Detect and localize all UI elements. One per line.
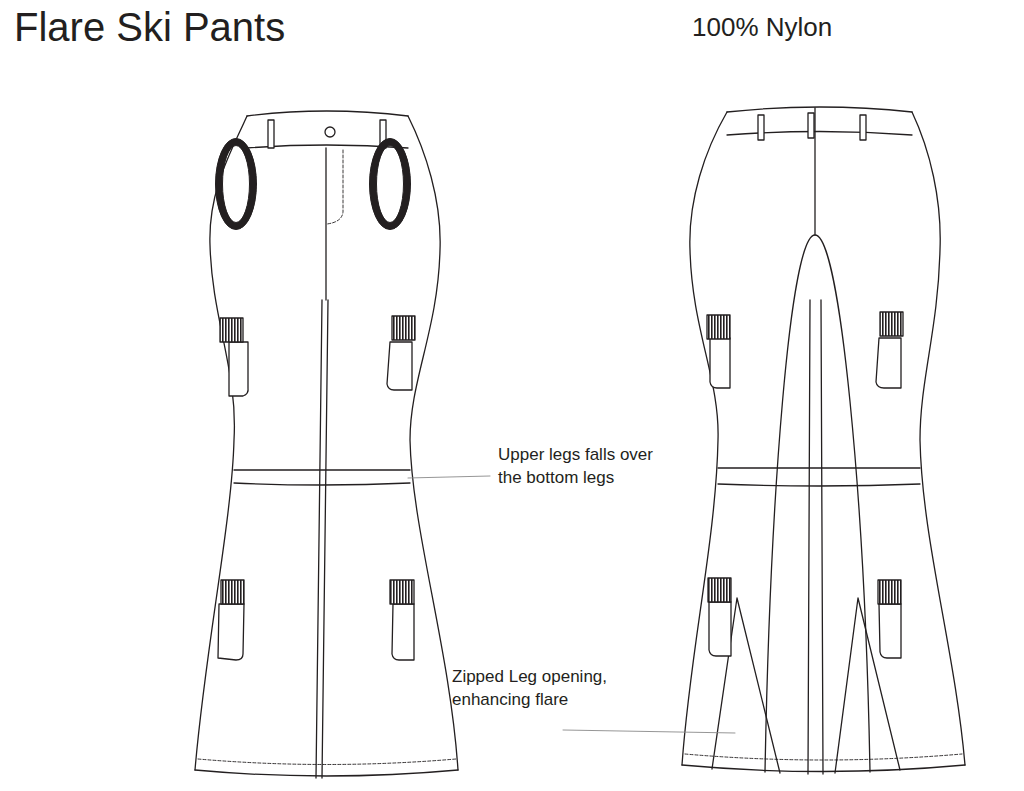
- waistband-top: [247, 111, 408, 116]
- cargo-pocket: [879, 604, 901, 658]
- hem: [195, 770, 458, 776]
- pocket-edge: [370, 139, 411, 230]
- ribbed-band: [221, 580, 244, 604]
- belt-loop: [268, 120, 274, 148]
- center-seam: [325, 148, 326, 300]
- zipped-gusset: [835, 598, 900, 773]
- cargo-pocket: [876, 338, 901, 388]
- knee-seam: [718, 467, 920, 468]
- outer-seam: [408, 116, 458, 770]
- inseam: [322, 300, 328, 778]
- knee-seam: [234, 469, 410, 470]
- outer-seam: [912, 112, 965, 765]
- inseam: [316, 300, 322, 778]
- callout-note: Upper legs falls over the bottom legs: [498, 444, 678, 490]
- front-view: [195, 111, 458, 778]
- cargo-pocket: [229, 342, 248, 396]
- ribbed-band: [708, 578, 731, 602]
- ribbed-band: [220, 318, 243, 342]
- pocket-edge: [216, 139, 257, 230]
- ribbed-band: [392, 316, 415, 340]
- cargo-pocket: [392, 604, 414, 660]
- belt-loop: [860, 115, 866, 140]
- cargo-pocket: [709, 602, 731, 656]
- back-view: [682, 107, 965, 774]
- waistband-top: [727, 107, 912, 112]
- belt-loop: [758, 115, 764, 140]
- leader-line: [563, 730, 735, 733]
- fly-stitch: [327, 150, 343, 224]
- pocket-trim: [219, 142, 253, 226]
- leader-line: [408, 476, 490, 478]
- ribbed-band: [390, 580, 414, 604]
- button: [325, 127, 335, 137]
- knee-seam: [234, 483, 410, 485]
- outer-seam: [682, 112, 727, 765]
- cargo-pocket: [218, 604, 244, 660]
- pocket-edge: [377, 146, 404, 223]
- cargo-pocket: [710, 338, 730, 388]
- inseam: [808, 300, 810, 774]
- pocket-edge: [223, 146, 250, 223]
- seat-panel: [765, 235, 870, 772]
- hem-stitch: [198, 759, 456, 765]
- material-note: 100% Nylon: [692, 10, 832, 45]
- title: Flare Ski Pants: [14, 4, 285, 50]
- pocket-trim: [373, 142, 407, 226]
- ribbed-band: [707, 315, 730, 339]
- cargo-pocket: [387, 342, 412, 390]
- waistband-seam: [727, 132, 912, 136]
- inseam: [821, 300, 823, 774]
- callout-note: Zipped Leg opening, enhancing flare: [452, 666, 632, 712]
- ribbed-band: [880, 312, 903, 336]
- belt-loop: [808, 113, 814, 138]
- knee-seam: [718, 484, 920, 486]
- ribbed-band: [878, 580, 901, 604]
